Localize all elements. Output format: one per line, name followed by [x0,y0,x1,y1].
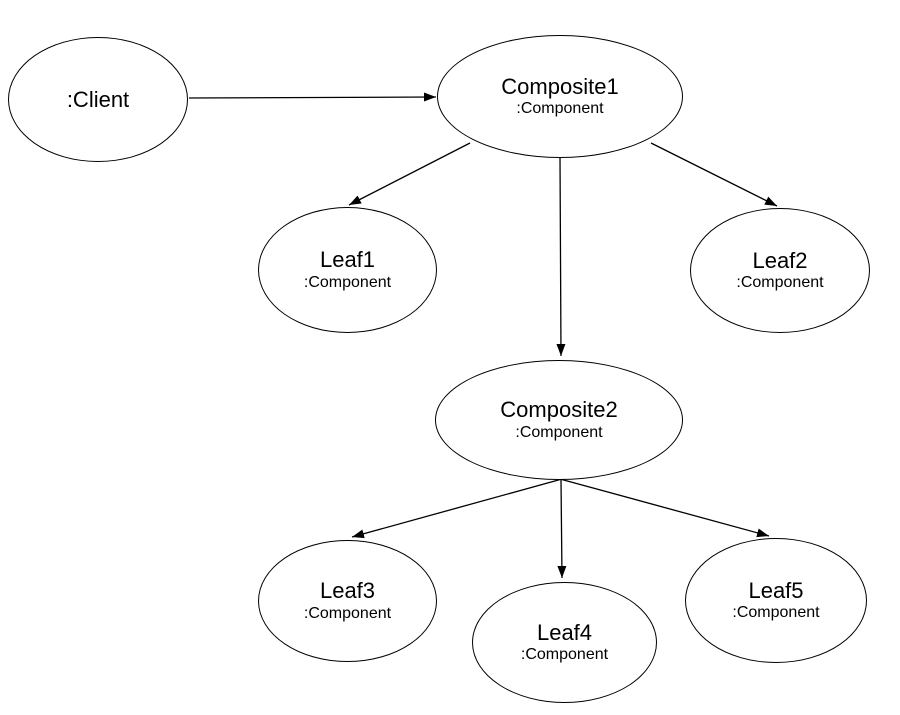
edge-client-composite1 [188,92,437,102]
node-leaf2: Leaf2 :Component [690,208,870,333]
node-leaf3: Leaf3 :Component [258,540,437,662]
edge-composite2-leaf4 [557,478,567,579]
node-client: :Client [8,37,188,162]
node-leaf2-name: Leaf2 [752,247,808,273]
edge-composite1-leaf2 [650,142,778,207]
node-composite1-type: :Component [516,100,604,118]
node-client-name: :Client [66,86,130,112]
node-leaf2-type: :Component [736,274,824,292]
node-leaf3-name: Leaf3 [319,578,376,604]
node-leaf4: Leaf4 :Component [472,582,657,703]
edge-composite2-leaf3 [351,478,563,539]
node-leaf5: Leaf5 :Component [685,538,867,663]
node-composite2: Composite2 :Component [435,360,683,480]
edge-composite1-leaf1 [348,142,471,206]
node-composite2-name: Composite2 [500,397,618,423]
node-composite1-name: Composite1 [501,73,619,99]
node-leaf5-name: Leaf5 [748,577,804,603]
node-leaf4-type: :Component [520,646,609,664]
node-leaf1-type: :Component [303,273,392,291]
node-composite1: Composite1 :Component [437,35,683,158]
node-leaf5-type: :Component [732,604,820,622]
node-leaf1: Leaf1 :Component [258,207,437,333]
edge-composite1-composite2 [556,156,566,357]
node-leaf4-name: Leaf4 [536,619,593,645]
node-leaf1-name: Leaf1 [319,247,376,273]
node-composite2-type: :Component [515,423,603,441]
node-leaf3-type: :Component [303,604,392,622]
edge-composite2-leaf5 [559,478,770,538]
